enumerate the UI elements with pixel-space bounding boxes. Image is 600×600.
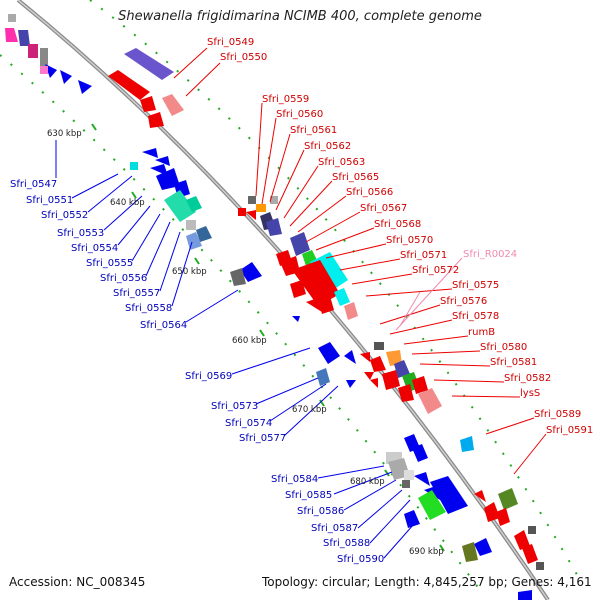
gene-label-forward[interactable]: Sfri_0576 xyxy=(440,296,488,307)
gene-label-reverse[interactable]: Sfri_0574 xyxy=(225,418,273,429)
gene-cluster-640 xyxy=(130,148,262,286)
gene-box xyxy=(108,70,150,100)
gene-label-forward[interactable]: Sfri_0562 xyxy=(304,141,352,152)
gene-label-forward[interactable]: Sfri_0571 xyxy=(400,250,448,261)
gene-label-reverse[interactable]: Sfri_0555 xyxy=(86,258,134,269)
gene-label-forward[interactable]: Sfri_0566 xyxy=(346,187,394,198)
scale-label: 630 kbp xyxy=(47,129,82,139)
gene-label-rna[interactable]: Sfri_R0024 xyxy=(463,249,518,260)
scale-label: 680 kbp xyxy=(350,477,385,487)
gene-label-reverse[interactable]: Sfri_0584 xyxy=(271,474,319,485)
gene-label-forward[interactable]: Sfri_0591 xyxy=(546,425,594,436)
gene-label-reverse[interactable]: Sfri_0552 xyxy=(41,210,89,221)
scale-label: 640 kbp xyxy=(110,198,145,208)
gene-label-forward[interactable]: lysS xyxy=(520,388,541,399)
gene-label-reverse[interactable]: Sfri_0556 xyxy=(100,273,148,284)
gene-label-forward[interactable]: Sfri_0565 xyxy=(332,172,380,183)
scale-ticks xyxy=(91,123,445,552)
gene-arrow xyxy=(140,96,156,112)
gene-label-forward[interactable]: Sfri_0582 xyxy=(504,373,552,384)
inner-tick-track xyxy=(0,54,481,591)
gene-cluster-0549 xyxy=(108,48,184,128)
gene-box xyxy=(8,14,16,22)
forward-callout-lines xyxy=(173,47,547,475)
gene-label-forward[interactable]: Sfri_0568 xyxy=(374,219,422,230)
gene-cluster-670 xyxy=(360,342,442,414)
gene-label-reverse[interactable]: Sfri_0590 xyxy=(337,554,385,565)
gene-arrow xyxy=(78,80,92,94)
gene-label-reverse[interactable]: Sfri_0587 xyxy=(311,523,359,534)
gene-box xyxy=(162,94,184,116)
gene-cluster-660 xyxy=(316,342,356,388)
gene-label-reverse[interactable]: Sfri_0547 xyxy=(10,179,58,190)
gene-label-forward[interactable]: Sfri_0567 xyxy=(360,203,408,214)
rna-callout-line xyxy=(395,257,463,331)
genome-title: Shewanella frigidimarina NCIMB 400, comp… xyxy=(118,9,482,24)
gene-label-forward[interactable]: Sfri_0572 xyxy=(412,265,460,276)
gene-cluster-650 xyxy=(238,196,358,322)
gene-label-forward[interactable]: Sfri_0560 xyxy=(276,109,324,120)
reverse-callout-lines xyxy=(55,140,415,559)
gene-label-forward[interactable]: Sfri_0561 xyxy=(290,125,338,136)
gene-cluster-top-left xyxy=(5,14,92,94)
accession-text: Accession: NC_008345 xyxy=(9,575,146,589)
gene-label-reverse[interactable]: Sfri_0577 xyxy=(239,433,287,444)
gene-label-forward[interactable]: Sfri_0563 xyxy=(318,157,366,168)
gene-label-forward[interactable]: Sfri_0550 xyxy=(220,52,268,63)
scale-label: 650 kbp xyxy=(172,267,207,277)
gene-label-reverse[interactable]: Sfri_0588 xyxy=(323,538,371,549)
gene-label-reverse[interactable]: Sfri_0558 xyxy=(125,303,173,314)
gene-box xyxy=(28,44,38,58)
gene-arrow xyxy=(60,70,72,84)
gene-label-forward[interactable]: Sfri_0580 xyxy=(480,342,528,353)
genome-stats-text: Topology: circular; Length: 4,845,257 bp… xyxy=(262,575,592,589)
scale-label: 670 kbp xyxy=(292,405,327,415)
gene-label-forward[interactable]: Sfri_0570 xyxy=(386,235,434,246)
gene-label-reverse[interactable]: Sfri_0585 xyxy=(285,490,333,501)
scale-label: 690 kbp xyxy=(409,547,444,557)
scale-label: 660 kbp xyxy=(232,336,267,346)
gene-box xyxy=(40,48,48,68)
gene-box xyxy=(40,66,48,74)
gene-label-reverse[interactable]: Sfri_0553 xyxy=(57,228,105,239)
gene-label-reverse[interactable]: Sfri_0557 xyxy=(113,288,161,299)
gene-label-reverse[interactable]: Sfri_0586 xyxy=(297,506,345,517)
gene-label-forward[interactable]: Sfri_0578 xyxy=(452,311,500,322)
gene-arrow xyxy=(18,30,30,46)
gene-label-forward[interactable]: Sfri_0581 xyxy=(490,357,538,368)
gene-label-reverse[interactable]: Sfri_0569 xyxy=(185,371,233,382)
gene-cluster-680 xyxy=(386,434,544,600)
gene-label-forward[interactable]: Sfri_0549 xyxy=(207,37,255,48)
gene-label-forward[interactable]: Sfri_0589 xyxy=(534,409,582,420)
gene-label-reverse[interactable]: Sfri_0554 xyxy=(71,243,119,254)
gene-arrow xyxy=(148,112,164,128)
gene-box xyxy=(124,48,174,80)
gene-label-forward[interactable]: Sfri_0575 xyxy=(452,280,500,291)
gene-label-reverse[interactable]: Sfri_0573 xyxy=(211,401,259,412)
gene-label-reverse[interactable]: Sfri_0551 xyxy=(26,195,74,206)
gene-label-forward[interactable]: Sfri_0559 xyxy=(262,94,310,105)
gene-arrow xyxy=(5,28,18,42)
outer-tick-track xyxy=(89,0,581,581)
gene-label-reverse[interactable]: Sfri_0564 xyxy=(140,320,188,331)
gene-label-forward[interactable]: rumB xyxy=(468,327,496,338)
